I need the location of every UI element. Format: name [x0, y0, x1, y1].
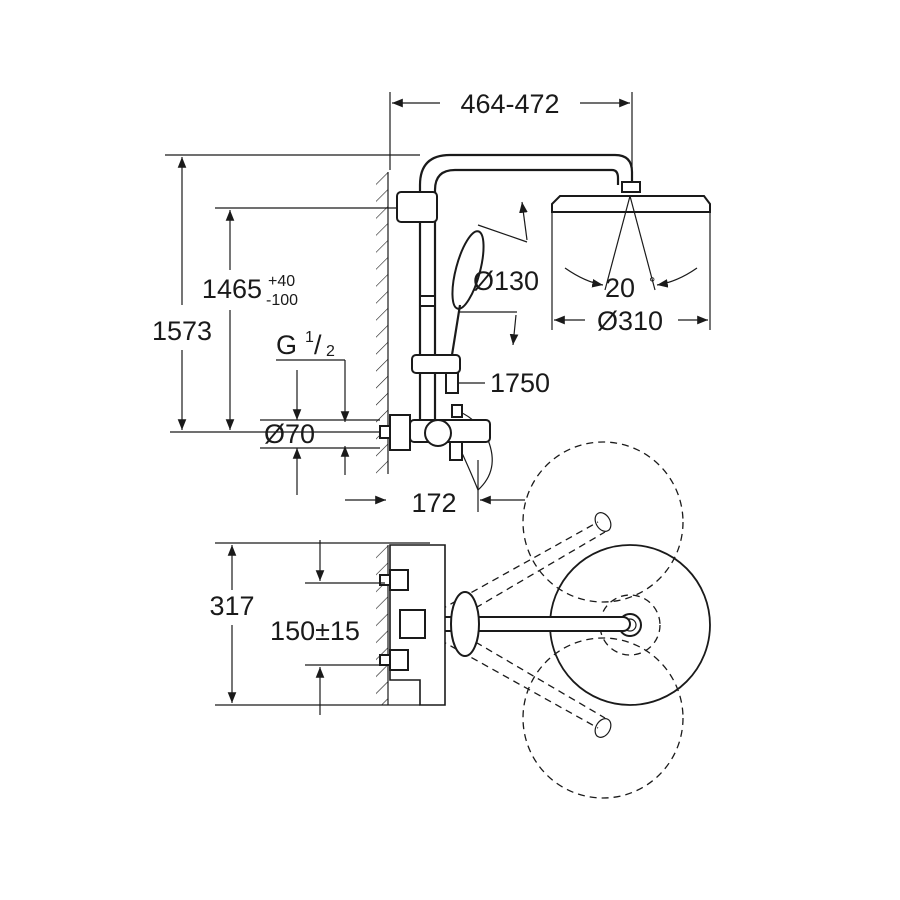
thread-denominator: 2 — [326, 343, 335, 360]
thread-g-label: G — [276, 330, 297, 360]
thread-slash: / — [314, 330, 322, 360]
shower-rail — [396, 153, 634, 420]
height-dimensions: 1573 1465 +40 -100 — [152, 154, 420, 433]
hand-shower-diameter-label: Ø130 — [473, 266, 539, 296]
escutcheon-diameter-label: Ø70 — [264, 419, 315, 449]
hand-shower: Ø130 — [450, 201, 539, 356]
hose: 1750 — [445, 368, 550, 492]
hose-length-label: 1750 — [490, 368, 550, 398]
inlet-dimensions: G 1 / 2 Ø70 — [260, 329, 380, 495]
total-height-label: 1573 — [152, 316, 212, 346]
adjust-height-label: 1465 — [202, 274, 262, 304]
height-tolerance-plus: +40 — [268, 273, 295, 290]
projection-label: 172 — [411, 488, 456, 518]
width-range-label: 464-472 — [460, 89, 559, 119]
head-shower: 20 ° Ø310 — [551, 181, 711, 336]
projection-dimension: 172 — [345, 460, 525, 518]
head-angle-unit: ° — [649, 275, 655, 292]
height-tolerance-minus: -100 — [266, 292, 298, 309]
width-dimension: 464-472 — [389, 89, 633, 185]
inlet-spacing-label: 150±15 — [270, 616, 360, 646]
thermostat — [379, 414, 491, 451]
thread-numerator: 1 — [305, 329, 314, 346]
head-angle-label: 20 — [605, 273, 635, 303]
plan-view: 317 150±15 — [209, 441, 711, 799]
head-diameter-label: Ø310 — [597, 306, 663, 336]
plan-depth-label: 317 — [209, 591, 254, 621]
